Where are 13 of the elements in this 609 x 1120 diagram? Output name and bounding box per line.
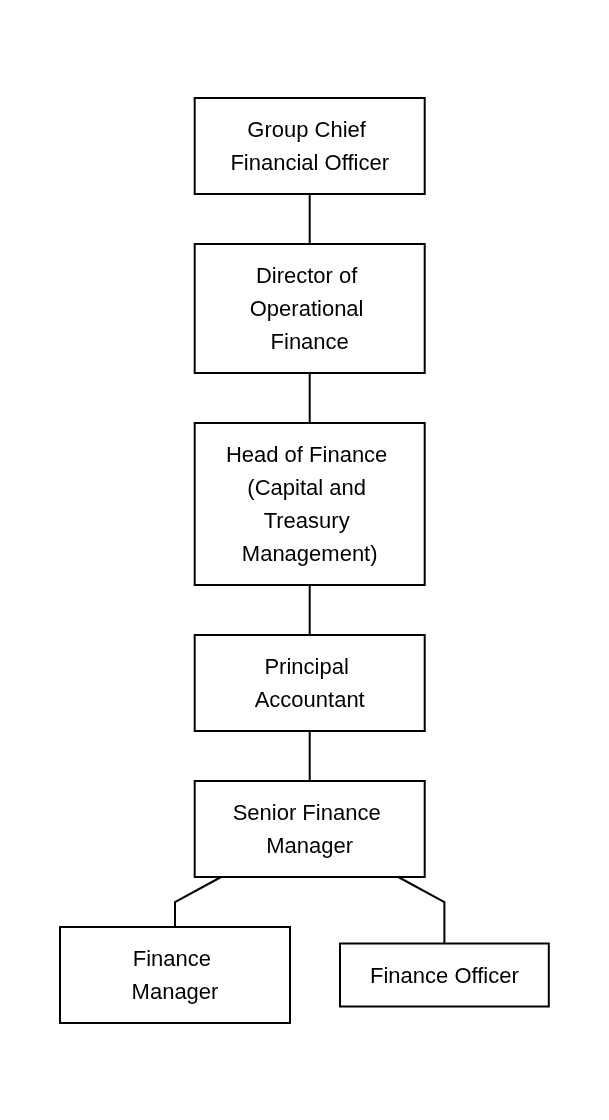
node-box: Senior Finance Manager xyxy=(193,779,426,878)
connector xyxy=(397,875,446,944)
node-box: Principal Accountant xyxy=(193,633,426,732)
node-box: Group Chief Financial Officer xyxy=(193,96,426,195)
node-box: Head of Finance (Capital and Treasury Management) xyxy=(193,421,426,586)
node-box: Finance Manager xyxy=(59,925,292,1024)
connector xyxy=(308,192,311,245)
connector xyxy=(308,729,311,782)
node-box: Finance Officer xyxy=(339,942,550,1007)
connector xyxy=(308,583,311,636)
connector xyxy=(308,371,311,424)
node-box: Director of Operational Finance xyxy=(193,242,426,374)
connector xyxy=(174,875,223,928)
